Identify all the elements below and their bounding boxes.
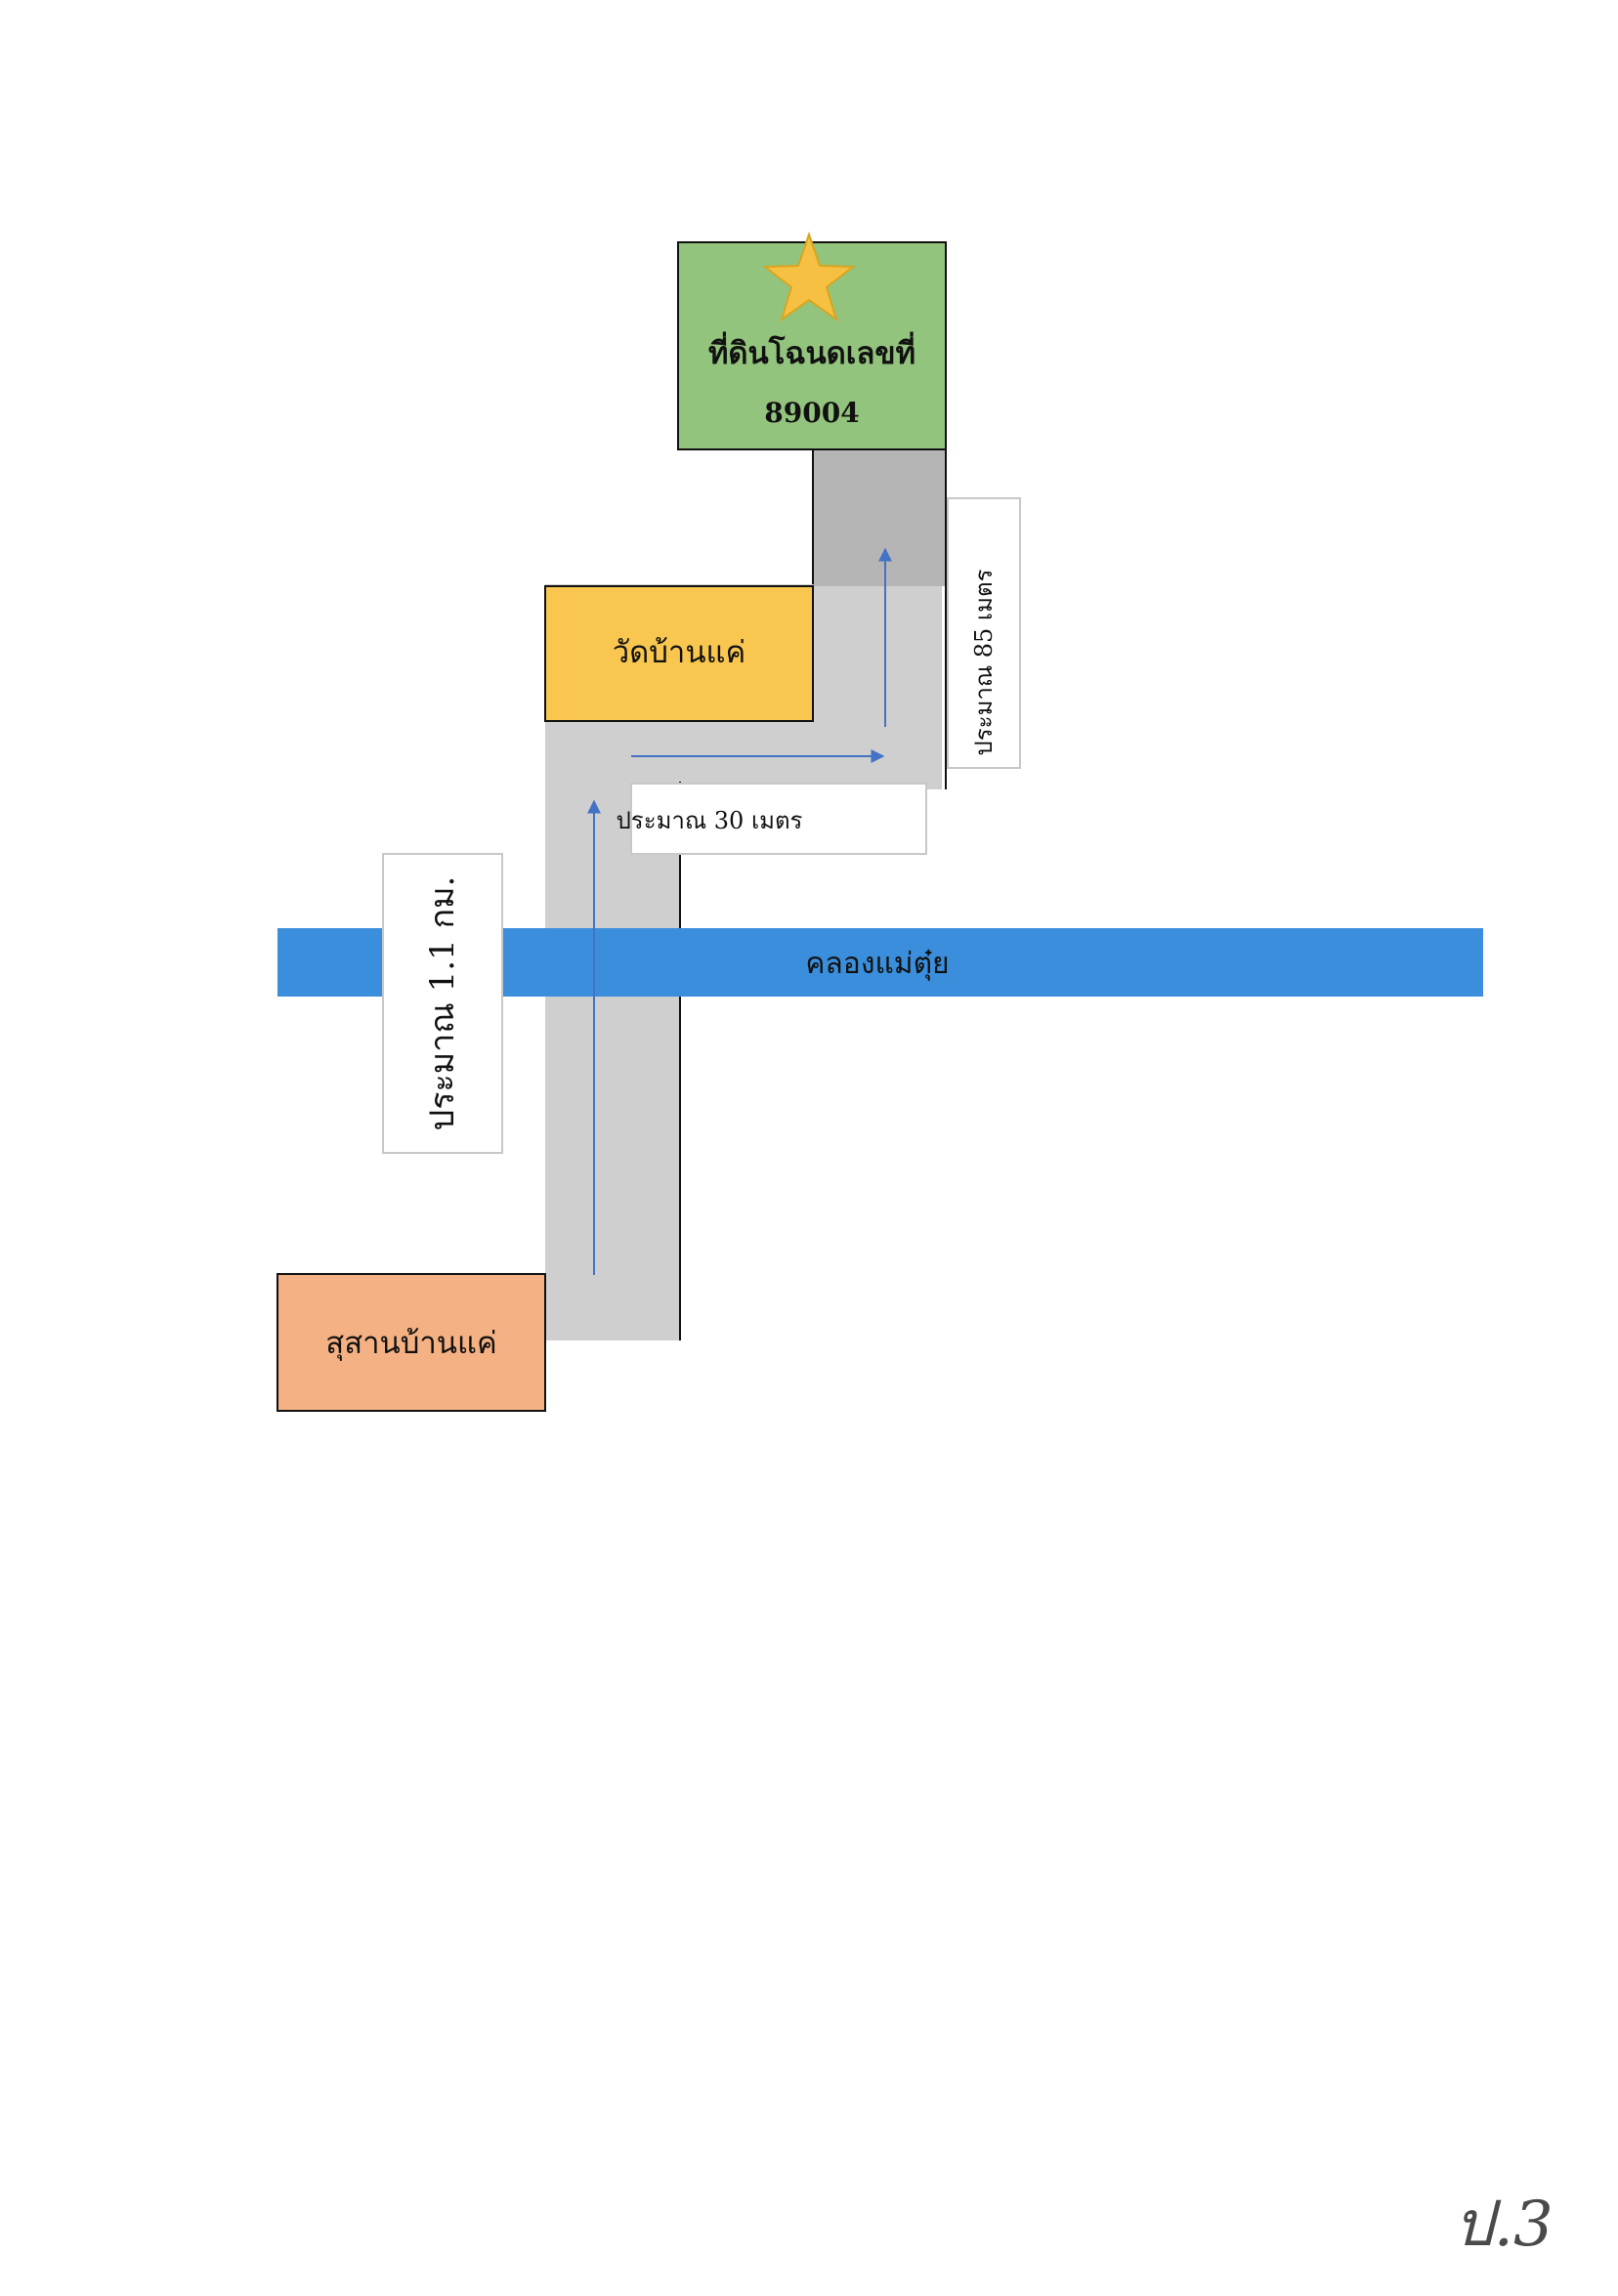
distance-text-2: ประมาณ 30 เมตร <box>617 807 803 834</box>
handwritten-page-mark: ป.3 <box>1454 2189 1554 2261</box>
temple-label: วัดบ้านแค่ <box>613 635 746 670</box>
land-plot-number: 89004 <box>764 397 859 429</box>
star-icon <box>762 231 856 322</box>
land-plot-title: ที่ดินโฉนดเลขที่ <box>708 331 915 371</box>
cemetery-label: สุสานบ้านแค่ <box>325 1326 496 1362</box>
distance-label-1-1km: ประมาณ 1.1 กม. <box>382 853 503 1154</box>
canal-label: คลองแม่ตุ๋ย <box>805 947 949 982</box>
distance-text-3: ประมาณ 85 เมตร <box>970 569 998 755</box>
cemetery <box>277 1273 546 1412</box>
road-segment-end <box>813 449 946 586</box>
distance-text-1: ประมาณ 1.1 กม. <box>423 876 462 1131</box>
temple <box>544 585 814 722</box>
distance-label-85m: ประมาณ 85 เมตร <box>947 497 1021 769</box>
distance-label-30m: ประมาณ 30 เมตร <box>617 783 927 855</box>
